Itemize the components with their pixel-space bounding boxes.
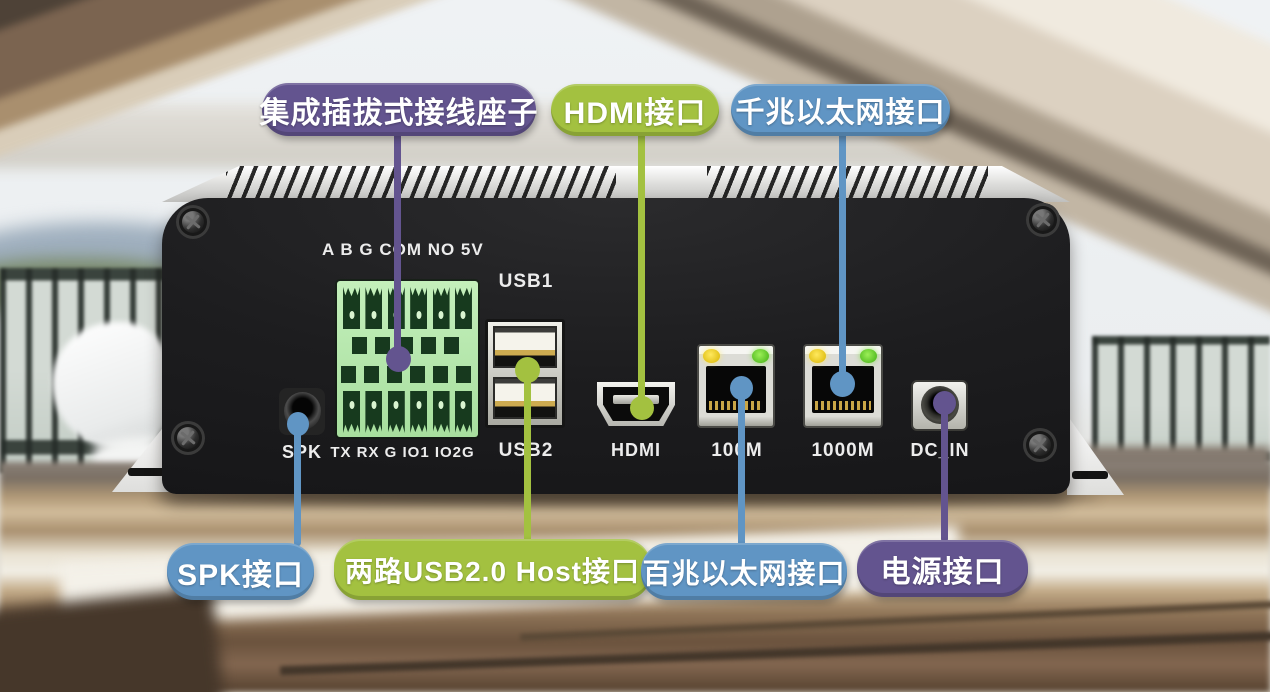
callout-pill-fast-ethernet: 百兆以太网接口 xyxy=(641,543,847,600)
label-terminal-top: A B G COM NO 5V xyxy=(322,240,484,259)
screw-icon xyxy=(176,205,210,239)
callout-line-spk xyxy=(294,420,301,546)
callout-dot-usb xyxy=(515,357,540,383)
heatsink-fins-right xyxy=(706,166,989,202)
terminal-pin xyxy=(388,391,405,433)
rj45-pins xyxy=(709,401,763,410)
label-hdmi: HDMI xyxy=(611,440,661,460)
terminal-pin-row-bottom xyxy=(343,391,472,433)
screw-icon xyxy=(1023,428,1057,462)
led-yellow-icon xyxy=(703,349,720,363)
led-yellow-icon xyxy=(809,349,826,363)
callout-dot-spk xyxy=(287,412,309,436)
callout-line-1000m xyxy=(839,133,846,384)
rj45-pins xyxy=(815,401,871,410)
screw-icon xyxy=(171,421,205,455)
callout-line-terminal xyxy=(394,133,401,359)
callout-pill-usb: 两路USB2.0 Host接口 xyxy=(334,539,651,600)
callout-line-usb xyxy=(524,368,531,542)
device-front-panel xyxy=(162,198,1070,494)
label-1000m: 1000M xyxy=(811,440,875,461)
callout-dot-hdmi xyxy=(630,396,654,420)
mounting-slot-left xyxy=(128,468,166,476)
terminal-pin xyxy=(343,287,360,329)
terminal-pin xyxy=(433,391,450,433)
led-green-icon xyxy=(860,349,877,363)
callout-dot-terminal xyxy=(386,346,411,372)
callout-pill-terminal: 集成插拔式接线座子 xyxy=(260,83,538,136)
screw-icon xyxy=(1026,203,1060,237)
label-dc-in: DC_IN xyxy=(910,440,970,460)
terminal-screw-holes-row1 xyxy=(352,337,462,354)
background-train-nose xyxy=(52,322,174,450)
callout-line-100m xyxy=(738,388,745,546)
label-terminal-bottom: TX RX G IO1 IO2G xyxy=(330,444,475,461)
terminal-pin xyxy=(454,287,472,329)
callout-pill-spk: SPK接口 xyxy=(167,543,314,600)
terminal-pin xyxy=(343,391,360,433)
callout-pill-power: 电源接口 xyxy=(857,540,1028,597)
heatsink-fins-left xyxy=(225,166,616,202)
device-top-chamfer xyxy=(162,166,1070,202)
callout-pill-gigabit: 千兆以太网接口 xyxy=(731,84,950,136)
terminal-pin xyxy=(455,391,472,433)
terminal-screw-holes-row2 xyxy=(341,366,474,383)
callout-line-power xyxy=(941,402,948,542)
terminal-pin xyxy=(410,287,428,329)
callout-dot-100m xyxy=(730,376,753,400)
ethernet-port-100m xyxy=(697,344,775,428)
callout-dot-1000m xyxy=(830,371,855,397)
label-100m: 100M xyxy=(711,440,763,461)
terminal-pin xyxy=(365,287,383,329)
terminal-pin xyxy=(410,391,427,433)
mounting-slot-right xyxy=(1072,471,1108,479)
label-spk: SPK xyxy=(281,442,322,462)
callout-dot-power xyxy=(933,391,956,415)
terminal-pin xyxy=(365,391,382,433)
callout-pill-hdmi: HDMI接口 xyxy=(551,84,719,136)
terminal-pin-row-top xyxy=(343,287,472,329)
terminal-pin xyxy=(432,287,450,329)
callout-line-hdmi xyxy=(638,133,645,408)
label-usb1: USB1 xyxy=(498,271,554,292)
led-green-icon xyxy=(752,349,769,363)
